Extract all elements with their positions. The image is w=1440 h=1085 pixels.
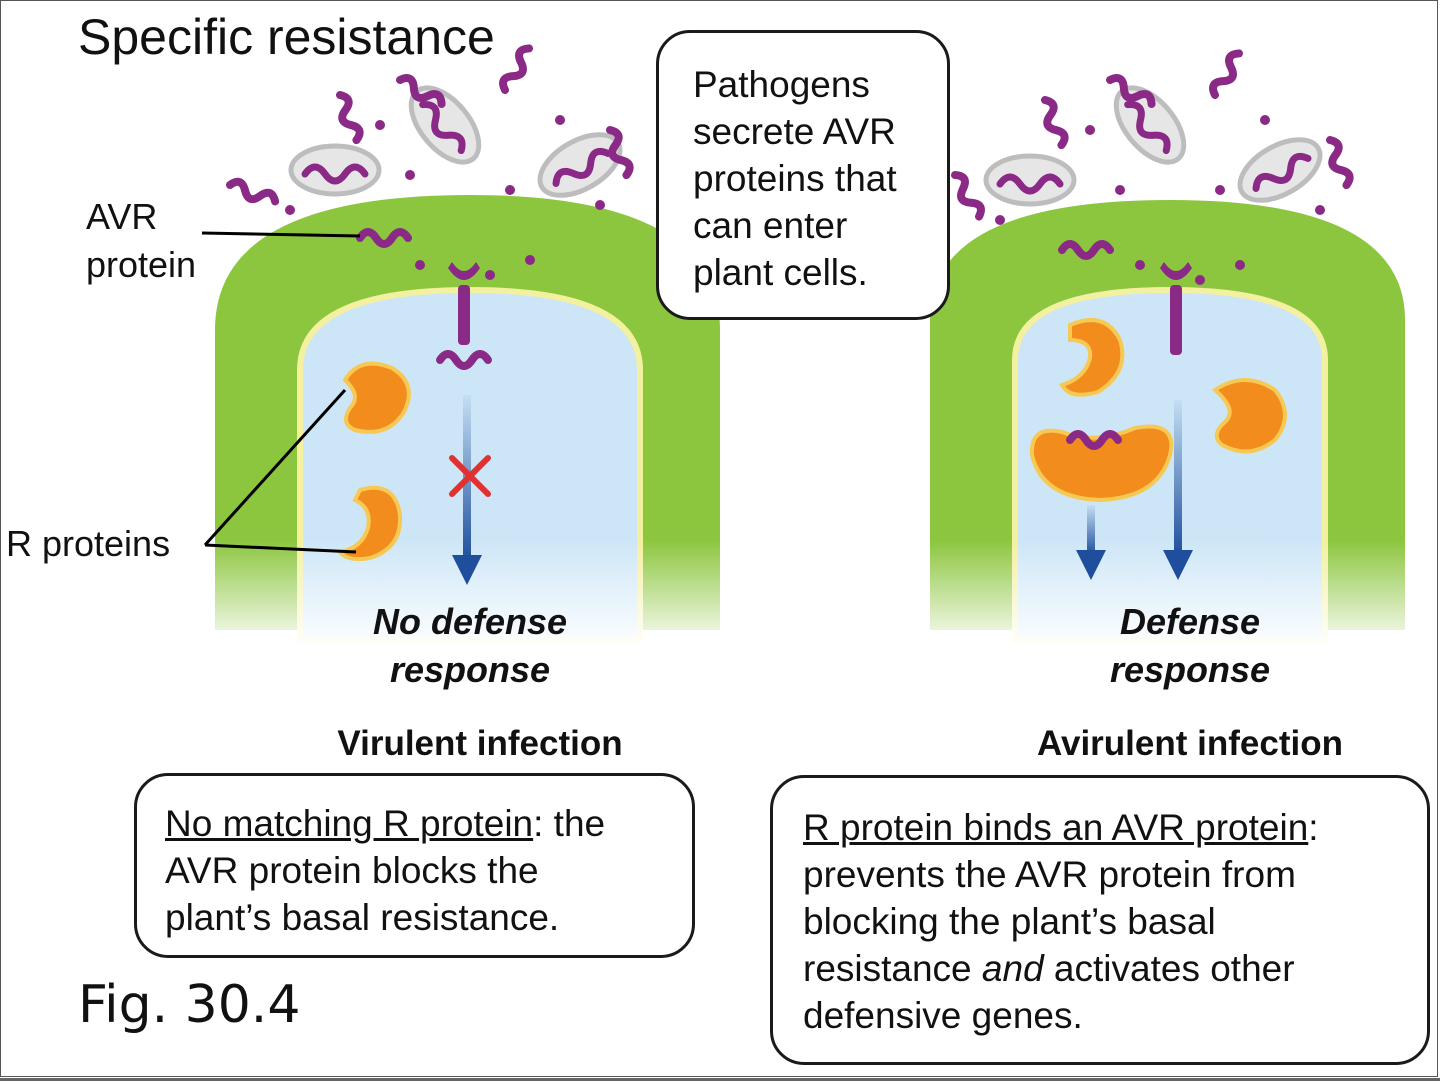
r-proteins-leader-1 <box>203 388 347 547</box>
avirulent-line4: resistance and activates other <box>803 945 1413 992</box>
bottom-rule <box>0 1078 1440 1081</box>
avirulent-line4-after: activates other <box>1043 948 1295 989</box>
left-receptor-stalk <box>458 285 470 345</box>
r-proteins-label: R proteins <box>6 523 171 564</box>
left-pathogen-cluster <box>228 45 632 280</box>
avirulent-line2: prevents the AVR protein from <box>803 854 1296 895</box>
avr-leader-line <box>201 231 361 238</box>
left-signal-arrowhead <box>452 555 482 585</box>
right-r-protein-2 <box>1211 378 1287 454</box>
right-receptor-head <box>1160 262 1192 280</box>
page-title: Specific resistance <box>78 9 495 65</box>
virulent-line3: plant’s basal resistance. <box>165 897 560 938</box>
left-plant-cell <box>200 195 740 650</box>
avirulent-line1: R protein binds an AVR protein: <box>803 804 1413 851</box>
callout-line: plant cells. <box>693 252 868 293</box>
avirulent-line1-rest: : <box>1308 807 1319 848</box>
right-r-protein-1 <box>1059 318 1125 397</box>
pathogen-callout-box: Pathogens secrete AVR proteins that can … <box>656 30 950 320</box>
virulent-explanation-box: No matching R protein: the AVR protein b… <box>134 773 695 958</box>
right-response-line2: response <box>1109 649 1271 690</box>
avirulent-line5: defensive genes. <box>803 995 1083 1036</box>
left-receptor-head <box>448 262 480 280</box>
right-r-protein-bound <box>1029 424 1174 503</box>
callout-line: secrete AVR <box>693 111 896 152</box>
avr-label-line1: AVR <box>86 196 158 237</box>
avirulent-explanation-box: R protein binds an AVR protein: prevents… <box>770 775 1430 1065</box>
virulent-line1-rest: : the <box>533 803 606 844</box>
virulent-key-phrase: No matching R protein <box>165 803 534 844</box>
left-r-protein-2 <box>336 485 403 562</box>
left-response-line2: response <box>389 649 551 690</box>
avr-protein-label: AVR protein <box>86 193 196 289</box>
right-response-line1: Defense <box>1119 601 1261 642</box>
callout-line: Pathogens <box>693 64 870 105</box>
callout-line: can enter <box>693 205 848 246</box>
callout-line: proteins that <box>693 158 897 199</box>
block-x-icon <box>449 455 491 497</box>
figure-number: Fig. 30.4 <box>78 975 301 1035</box>
left-response-label: No defense response <box>310 598 630 694</box>
right-pathogen-cluster <box>950 50 1352 285</box>
defense-arrowhead <box>1076 550 1106 580</box>
right-signal-arrowhead <box>1163 550 1193 580</box>
right-plant-cell <box>915 200 1420 650</box>
avirulent-key-phrase: R protein binds an AVR protein <box>803 807 1309 848</box>
avirulent-line4-before: resistance <box>803 948 982 989</box>
avirulent-line4-emphasis: and <box>981 948 1044 989</box>
left-r-protein-1 <box>342 361 411 434</box>
left-response-line1: No defense <box>372 601 568 642</box>
virulent-line2: AVR protein blocks the <box>165 850 539 891</box>
right-signal-arrow-shaft <box>1174 400 1182 555</box>
virulent-infection-heading: Virulent infection <box>337 724 623 763</box>
right-response-label: Defense response <box>1030 598 1350 694</box>
defense-arrow-shaft <box>1087 505 1095 555</box>
r-proteins-leader-2 <box>204 543 357 554</box>
avirulent-infection-heading: Avirulent infection <box>1037 724 1343 763</box>
avirulent-line3: blocking the plant’s basal <box>803 901 1216 942</box>
right-receptor-stalk <box>1170 285 1182 355</box>
avr-label-line2: protein <box>86 244 197 285</box>
virulent-line1: No matching R protein: the <box>165 800 678 847</box>
